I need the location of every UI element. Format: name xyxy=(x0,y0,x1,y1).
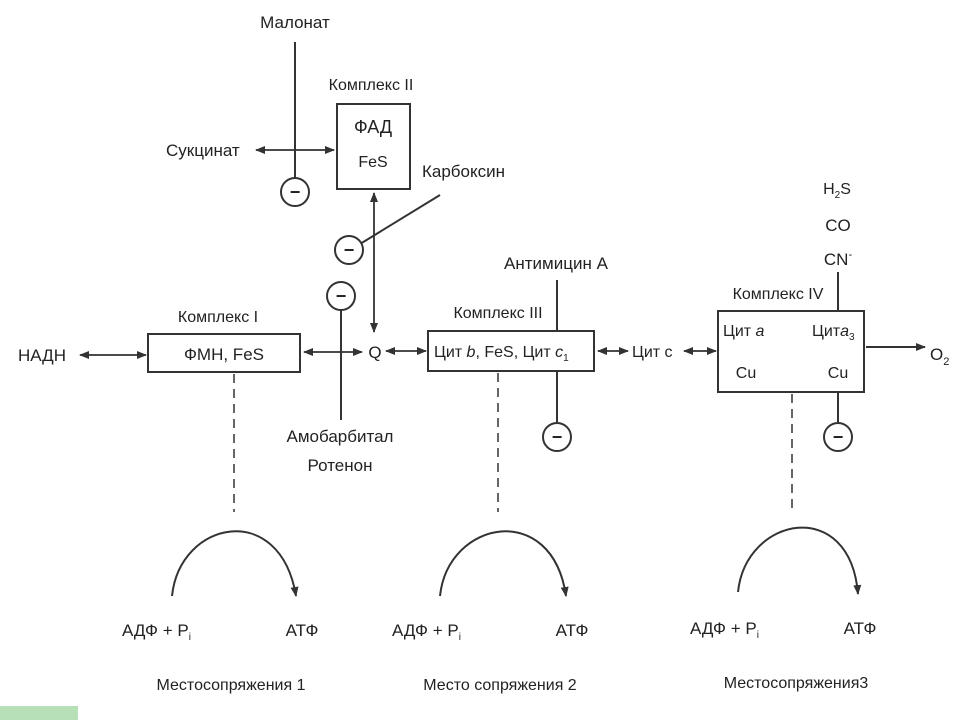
complex-4-cyt-a: Цит a xyxy=(723,323,765,340)
succinate-label: Сукцинат xyxy=(166,141,240,160)
svg-text:−: − xyxy=(552,427,563,447)
amobarbital-label: Амобарбитал xyxy=(287,427,394,446)
coupling-site-2: АДФ + Pi АТФ Место сопряжения 2 xyxy=(392,373,588,694)
atp-label-1: АТФ xyxy=(286,621,319,640)
adp-label-1: АДФ + Pi xyxy=(122,621,191,643)
complex-4-cu-1: Cu xyxy=(736,365,756,382)
nadh-label: НАДН xyxy=(18,346,66,365)
svg-text:−: − xyxy=(833,427,844,447)
h2s-label: H2S xyxy=(823,181,851,201)
inhibition-sign-carboxin: − xyxy=(334,235,364,265)
carboxin-label: Карбоксин xyxy=(422,162,505,181)
complex-2-box xyxy=(336,103,411,190)
coupling-site-1: АДФ + Pi АТФ Местосопряжения 1 xyxy=(122,374,318,694)
adp-label-3: АДФ + Pi xyxy=(690,619,759,641)
complex-4-box xyxy=(717,310,865,393)
complex-1-content: ФМН, FeS xyxy=(184,345,264,364)
svg-text:−: − xyxy=(336,286,347,306)
rotenone-label: Ротенон xyxy=(308,456,373,475)
carboxin-line xyxy=(359,194,441,245)
coupling-site-3: АДФ + Pi АТФ Местосопряжения3 xyxy=(690,394,876,692)
cyt-c-label: Цит c xyxy=(632,344,673,361)
complex-4-title: Комплекс IV xyxy=(733,286,824,303)
coupling-site-label-3: Местосопряжения3 xyxy=(724,675,869,692)
complex-3-title: Комплекс III xyxy=(453,305,542,322)
atp-label-2: АТФ xyxy=(556,621,589,640)
antimycin-label: Антимицин А xyxy=(504,254,609,273)
coupling-site-label-2: Место сопряжения 2 xyxy=(423,677,577,694)
inhibition-sign-malonate: − xyxy=(280,177,310,207)
atp-label-3: АТФ xyxy=(844,619,877,638)
co-label: CO xyxy=(825,216,851,235)
adp-label-2: АДФ + Pi xyxy=(392,621,461,643)
malonate-label: Малонат xyxy=(260,13,330,32)
inhibition-sign-antimycin: − xyxy=(542,422,572,452)
complex-2-fad: ФАД xyxy=(354,117,392,137)
complex-2-fes: FeS xyxy=(358,154,387,171)
corner-color-bar xyxy=(0,706,78,720)
ubiquinone-label: Q xyxy=(368,343,381,362)
complex-4-cu-2: Cu xyxy=(828,365,848,382)
complex-1-title: Комплекс I xyxy=(178,309,258,326)
oxygen-label: O2 xyxy=(930,345,949,368)
complex-2-title: Комплекс II xyxy=(329,77,414,94)
svg-text:−: − xyxy=(290,182,301,202)
svg-text:−: − xyxy=(344,240,355,260)
complex-1-box xyxy=(147,333,301,373)
cn-label: CN- xyxy=(824,249,853,269)
complex-3-content: Цит b, FeS, Цит c1 xyxy=(434,344,569,364)
inhibition-sign-amobarbital: − xyxy=(326,281,356,311)
complex-3-box xyxy=(427,330,595,372)
coupling-site-label-1: Местосопряжения 1 xyxy=(157,677,306,694)
inhibition-sign-cyanide: − xyxy=(823,422,853,452)
complex-4-cyt-a3: Цитa3 xyxy=(812,323,855,343)
